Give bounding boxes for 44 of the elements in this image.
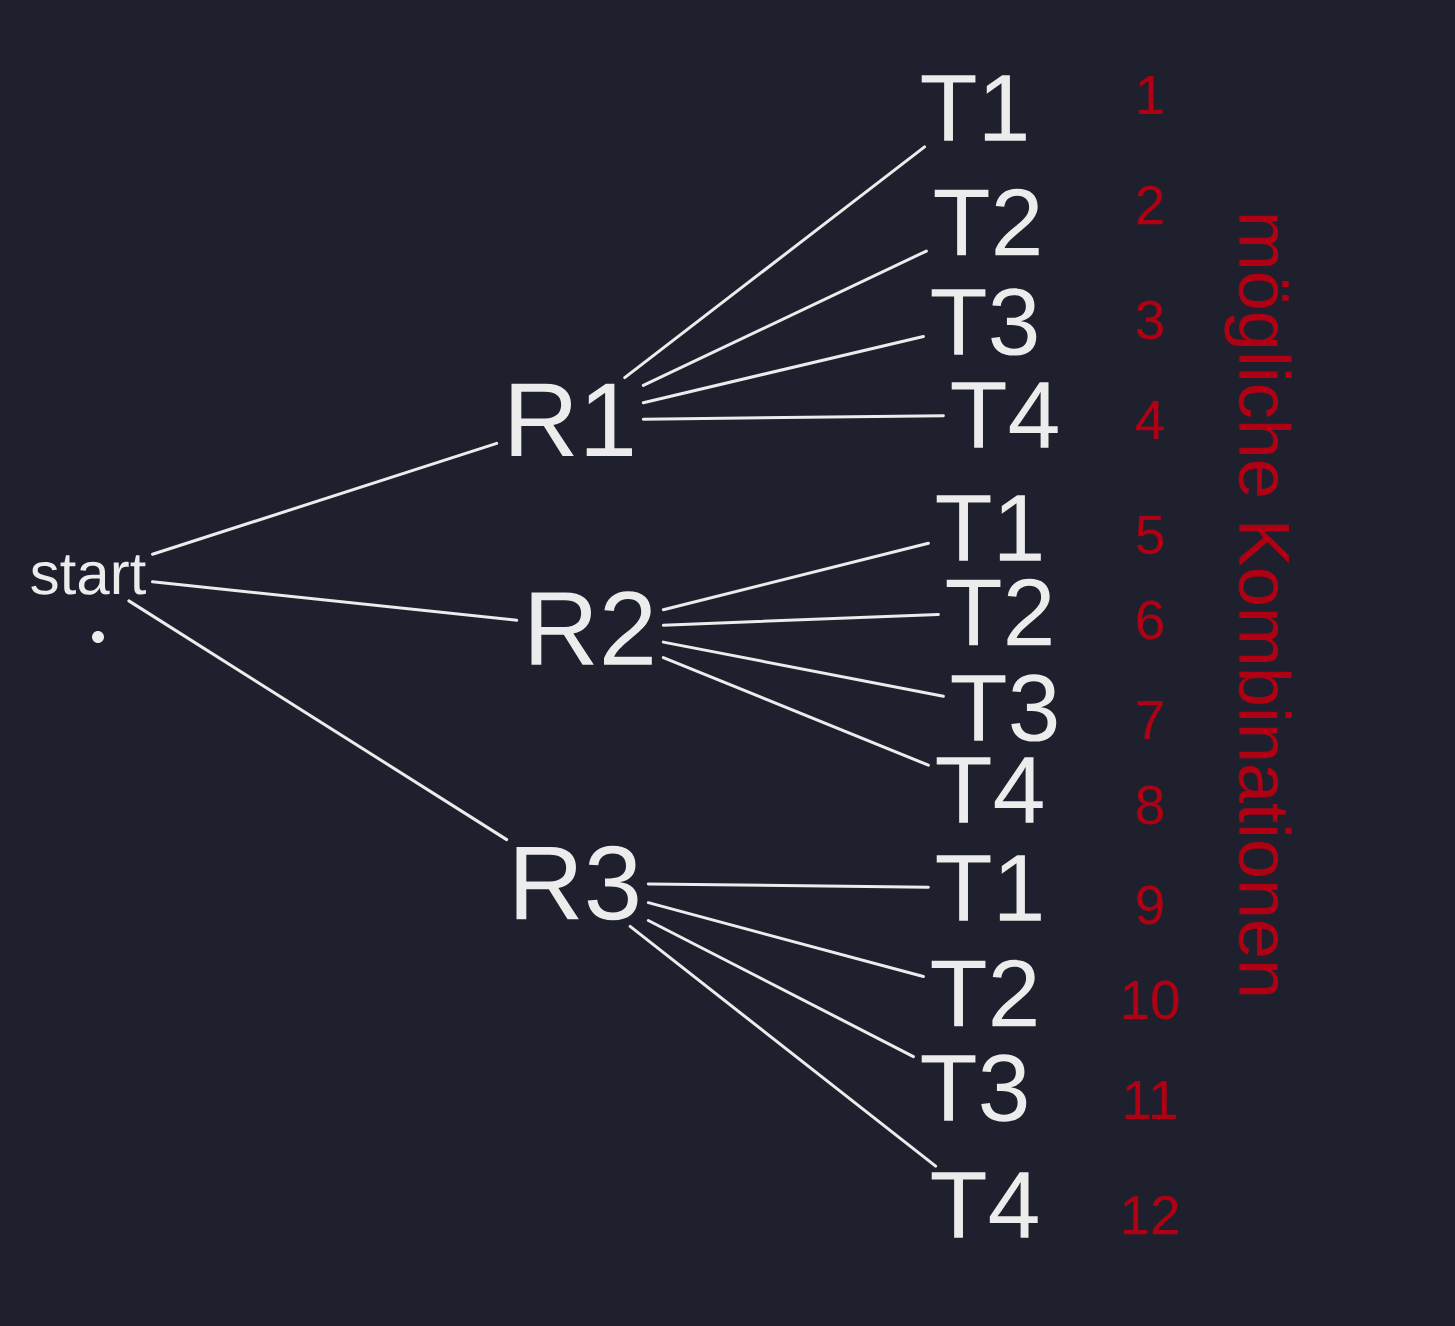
leaf-label: T2 [931,959,1036,1027]
leaf-label: T2 [934,188,1039,256]
root-label: R1 [511,383,632,457]
count-number: 9 [1137,885,1163,925]
branch-line [628,924,938,1168]
leaf-label: T1 [936,855,1041,921]
branch-line [661,541,930,612]
branch-line [641,414,945,421]
root-label: R2 [531,591,652,665]
branch-line [646,918,915,1059]
branch-line [127,599,509,842]
leaf-label: T4 [936,757,1043,823]
count-number: 3 [1136,300,1163,340]
branch-line [661,656,930,767]
branch-line [646,882,930,889]
branch-line [641,334,925,405]
branch-line [661,640,945,698]
leaf-label: T3 [931,288,1037,356]
count-number: 4 [1136,401,1164,439]
branch-line [151,441,499,556]
leaf-label: T1 [936,495,1041,561]
branch-line [151,580,519,622]
leaf-label: T2 [946,578,1051,646]
root-label: R3 [516,845,638,921]
count-number: 11 [1125,1081,1176,1119]
branch-line [661,612,940,627]
count-number: 8 [1137,785,1163,825]
count-number: 12 [1123,1195,1178,1235]
count-number: 2 [1137,185,1163,225]
branch-line [641,249,928,387]
vertical-note: mögliche Kombinationen [1224,215,1292,995]
leaf-label: T4 [951,382,1058,448]
leaf-label: T3 [951,674,1057,742]
count-number: 1 [1138,76,1163,114]
count-number: 6 [1137,600,1163,640]
count-number: 5 [1136,515,1163,555]
leaf-label: T3 [921,1054,1027,1122]
leaf-label: T4 [931,1172,1038,1238]
start-label: start [31,555,146,595]
count-number: 10 [1123,980,1179,1020]
leaf-label: T1 [921,75,1026,141]
branch-line [623,145,927,380]
branch-line [646,901,925,979]
count-number: 7 [1137,701,1163,739]
